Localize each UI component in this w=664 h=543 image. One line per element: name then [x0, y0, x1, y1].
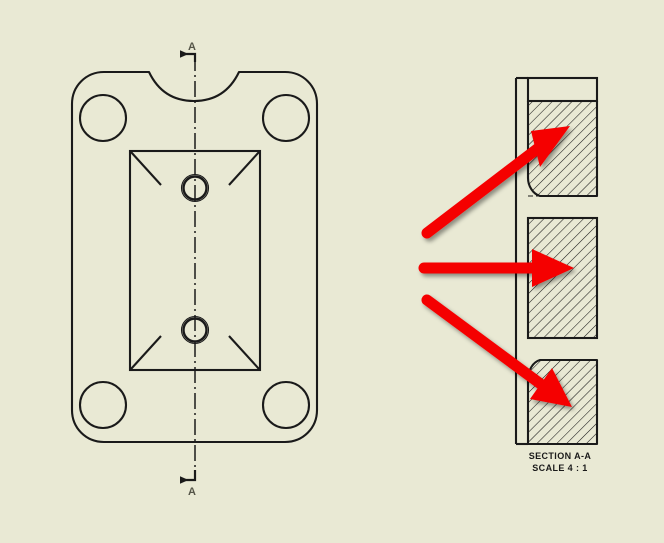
annotation-arrow-middle [418, 249, 574, 287]
pocket-chamfer-bottom-right [228, 335, 260, 370]
section-top-band [526, 76, 599, 103]
section-marker-bottom-label: A [188, 486, 196, 498]
pocket-chamfer-top-left [130, 151, 162, 186]
plate-outline [70, 70, 319, 444]
corner-hole-top-right [261, 93, 311, 143]
annotation-arrows-group [418, 126, 574, 407]
corner-hole-bottom-right [261, 380, 311, 430]
front-view-group: A A [70, 41, 319, 498]
section-marker-bottom-leg [180, 470, 197, 484]
section-hatch-upper [528, 101, 597, 196]
section-marker-top-leg [180, 50, 197, 62]
inner-pocket-rectangle [128, 149, 262, 372]
pocket-chamfer-bottom-left [130, 335, 162, 370]
corner-hole-top-left [78, 93, 128, 143]
section-marker-top-label: A [188, 41, 196, 53]
pocket-chamfer-top-right [228, 151, 260, 186]
annotation-arrow-upper [421, 126, 570, 239]
annotation-arrow-lower [421, 294, 572, 407]
corner-hole-bottom-left [78, 380, 128, 430]
